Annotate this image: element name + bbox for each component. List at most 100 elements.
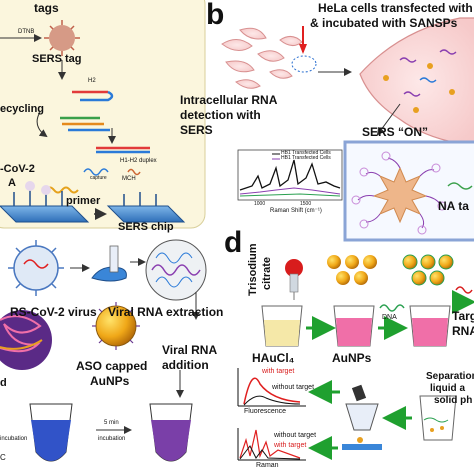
panel-d-raman-axis-label: Raman xyxy=(256,462,279,469)
rna-extraction-visual xyxy=(145,239,207,301)
panel-c-five-min-incubation-label: incubation xyxy=(98,436,126,442)
panel-a-h2-label: H2 xyxy=(88,78,96,84)
separation-apparatus xyxy=(342,384,382,450)
panel-b-intracellular-2: detection with xyxy=(180,108,261,122)
sers-chip-right xyxy=(106,192,186,223)
cell-nanostars xyxy=(383,63,455,113)
panel-c-extraction-label: Viral RNA extraction xyxy=(108,305,224,319)
panel-d-fluor-without-target-label: without target xyxy=(272,384,315,391)
hairpin-h2 xyxy=(72,90,114,102)
sers-on-box xyxy=(343,140,474,242)
panel-b-intracellular-3: SERS xyxy=(180,123,213,137)
beaker-haucl4 xyxy=(261,305,303,347)
panel-c xyxy=(0,239,207,462)
panel-d-trisodium-label: Trisodium xyxy=(247,243,259,296)
mch-strand xyxy=(127,168,141,176)
rna-wave xyxy=(45,186,79,194)
tube-purple xyxy=(149,403,193,462)
beaker-target xyxy=(409,305,451,347)
cell-to-box-arrow xyxy=(376,103,401,136)
panel-a-primer-label: primer xyxy=(66,195,101,207)
recycle-arrow xyxy=(36,111,48,138)
aunp-cluster xyxy=(327,255,377,285)
panel-d-aunps-label: AuNPs xyxy=(332,351,372,365)
panel-b-top-text-1: HeLa cells transfected with xyxy=(318,1,473,15)
panel-b xyxy=(221,17,474,242)
duplex-strands xyxy=(96,146,150,154)
panel-a-rna-label: A xyxy=(8,177,16,189)
panel-d-targ-label: Targ xyxy=(452,309,474,323)
strand-rings xyxy=(351,151,447,235)
panel-b-tick-2: 1500 xyxy=(300,201,312,207)
raman-with-target-curve xyxy=(239,429,301,459)
panel-d-liquid-label: liquid a xyxy=(430,383,465,394)
panel-d-haucl4-label: HAuCl₄ xyxy=(252,351,295,365)
panel-b-legend-2: HB1 Transfected Cells xyxy=(281,155,331,161)
panel-a-mch-label: MCH xyxy=(122,176,136,182)
capture-strand xyxy=(83,168,109,176)
panel-d-solid-label: solid ph xyxy=(434,395,473,406)
panel-c-incubation-label: incubation xyxy=(0,436,28,442)
beaker-aunps xyxy=(333,305,375,347)
panel-b-sers-on-label: SERS “ON” xyxy=(362,125,429,139)
panel-c-d-fragment: d xyxy=(0,377,7,389)
panel-a-capture-label: capture xyxy=(90,175,107,181)
panel-c-aso-label-2: AuNPs xyxy=(90,374,130,388)
panel-a-recycling-label: ecycling xyxy=(0,103,45,115)
panel-a-dtnb-label: DTNB xyxy=(18,29,35,35)
panel-b-xaxis-label: Raman Shift (cm⁻¹) xyxy=(270,208,322,214)
fluor-with-target-curve xyxy=(243,377,301,405)
selected-cell-outline xyxy=(291,55,317,73)
spectrum-purple xyxy=(239,187,341,195)
panel-d-rna-label: RNA xyxy=(452,324,474,338)
panel-b-na-tag-label: NA ta xyxy=(438,199,469,213)
separation-beaker xyxy=(419,395,457,441)
sers-tag-particle xyxy=(44,20,80,56)
panel-b-top-text-2: & incubated with SANSPs xyxy=(310,16,458,30)
aso-capped-aunp xyxy=(92,302,140,350)
cell-rna-strands xyxy=(399,49,457,97)
panel-c-aso-label-1: ASO capped xyxy=(76,359,148,373)
panel-a-sers-tag-label: SERS tag xyxy=(32,53,82,65)
raman-spectrum-inset xyxy=(237,149,343,201)
fluorescence-plot xyxy=(237,368,306,407)
panel-b-tick-1: 1000 xyxy=(254,201,266,207)
panel-a-duplex-label: H1-H2 duplex xyxy=(120,158,157,164)
panel-d-dna-label: DNA xyxy=(382,314,397,321)
raman-without-target-curve xyxy=(239,445,301,460)
panel-d-citrate-label: citrate xyxy=(261,256,273,290)
sers-chip-left xyxy=(0,181,90,223)
panel-d-raman-without-target-label: without target xyxy=(274,432,317,439)
panel-c-c-fragment: C xyxy=(0,453,6,462)
panel-d-fluorescence-axis-label: Fluorescence xyxy=(244,408,287,415)
panel-b-intracellular-1: Intracellular RNA xyxy=(180,93,278,107)
panel-a xyxy=(0,0,206,229)
swab-hand xyxy=(91,245,127,282)
panel-a-sers-chip-label: SERS chip xyxy=(118,221,174,233)
panel-a-cov2-label: -CoV-2 xyxy=(0,163,35,175)
target-rna-strand xyxy=(455,286,473,294)
panel-d xyxy=(237,254,474,461)
recycling-strands xyxy=(60,116,110,132)
panel-a-background xyxy=(0,0,206,229)
panel-b-legend-1: HB1 Transfected Cells xyxy=(281,150,331,156)
citrate-dropper xyxy=(285,259,303,300)
tube-blue xyxy=(29,403,73,462)
panel-c-five-min-label: 5 min xyxy=(104,420,119,426)
hela-cells xyxy=(221,27,303,89)
raman-plot xyxy=(237,428,306,461)
dna-aunp-cluster xyxy=(402,254,454,286)
panel-d-separation-label: Separation xyxy=(426,371,474,382)
panel-b-letter: b xyxy=(206,0,225,31)
panel-c-virus-label: RS-CoV-2 virus xyxy=(10,305,97,319)
panel-d-raman-with-target-label: with target xyxy=(274,442,307,449)
dna-strand-icon xyxy=(379,304,405,312)
panel-d-letter: d xyxy=(224,226,243,259)
panel-c-viral-rna-label-1: Viral RNA xyxy=(162,343,218,357)
spectrum-green xyxy=(239,193,341,197)
fluor-without-target-curve xyxy=(243,395,301,406)
sers-nanostar xyxy=(372,166,428,224)
spectrum-black xyxy=(239,159,341,191)
panel-c-viral-rna-label-2: addition xyxy=(162,358,209,372)
